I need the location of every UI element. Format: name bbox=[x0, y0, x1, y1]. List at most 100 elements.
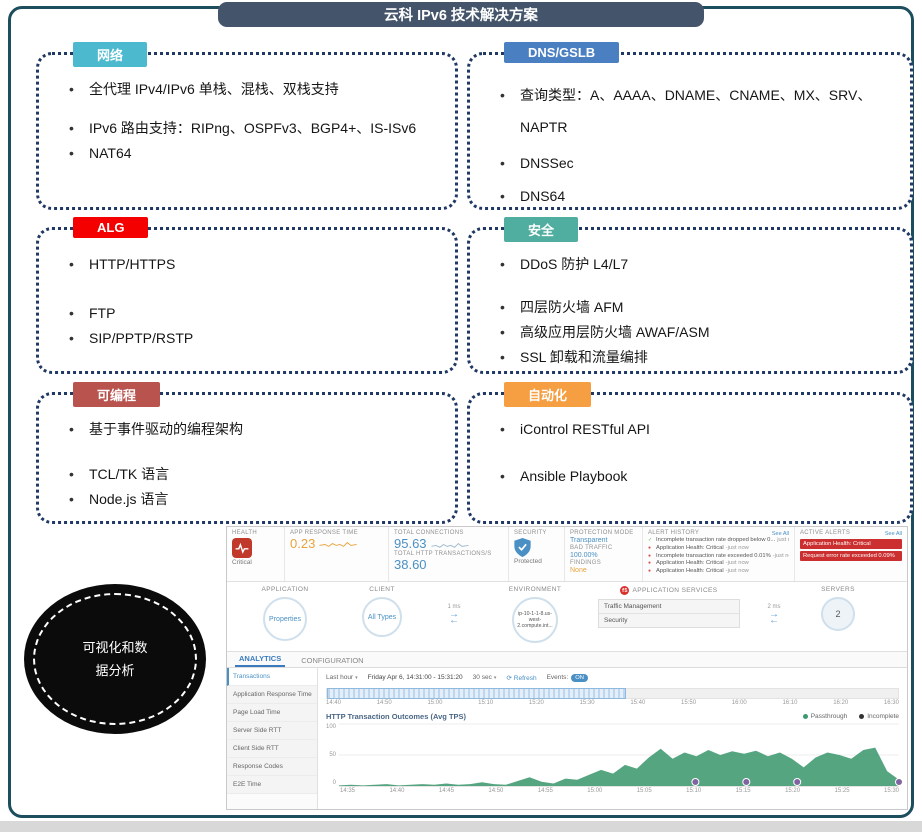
bad-traffic-label: BAD TRAFFIC bbox=[570, 545, 613, 552]
environment-node[interactable]: ip-10-1-1-8.us-west-2.compute.int... bbox=[512, 597, 558, 643]
topology-strip: APPLICATION Properties CLIENT All Types … bbox=[227, 582, 907, 652]
feature-item: NAT64 bbox=[61, 143, 437, 164]
alert-history-item: ✓ Incomplete transaction rate dropped be… bbox=[648, 537, 789, 545]
shield-icon bbox=[514, 538, 531, 557]
sidebar-item-server-side-rtt[interactable]: Server Side RTT bbox=[227, 722, 317, 740]
refresh-icon bbox=[506, 675, 513, 682]
x-tick: 15:15 bbox=[735, 788, 751, 794]
app-response-time-value: 0.23 bbox=[290, 536, 316, 551]
y-tick: 0 bbox=[332, 780, 337, 786]
sidebar-item-e2e-time[interactable]: E2E Time bbox=[227, 776, 317, 794]
feature-item: Node.js 语言 bbox=[61, 489, 437, 510]
protection-mode-value: Transparent bbox=[570, 537, 608, 544]
heartbeat-icon bbox=[232, 538, 252, 558]
sparkline-icon bbox=[319, 541, 357, 547]
alert-dot-icon: ● bbox=[648, 560, 652, 567]
feature-list-network: 全代理 IPv4/IPv6 单栈、混栈、双栈支持 IPv6 路由支持：RIPng… bbox=[39, 55, 455, 172]
dashboard-summary-bar: HEALTH Critical APP RESPONSE TIME 0.23 T… bbox=[227, 527, 907, 582]
alert-text: Application Health: Critical bbox=[656, 568, 724, 575]
x-tick: 14:40 bbox=[389, 788, 405, 794]
timeline-tick: 15:20 bbox=[528, 700, 544, 706]
timeline-tick: 14:40 bbox=[326, 700, 342, 706]
time-range-select[interactable]: Last hour bbox=[326, 674, 358, 681]
active-alert-banner: Application Health: Critical bbox=[800, 539, 902, 549]
feature-item: 高级应用层防火墙 AWAF/ASM bbox=[492, 322, 892, 343]
tab-configuration[interactable]: CONFIGURATION bbox=[301, 656, 364, 665]
x-axis-labels: 14:35 14:40 14:45 14:50 14:55 15:00 15:0… bbox=[340, 788, 899, 794]
x-tick: 14:50 bbox=[488, 788, 504, 794]
x-tick: 15:05 bbox=[636, 788, 652, 794]
feature-tab-alg: ALG bbox=[73, 217, 149, 238]
alert-dot-icon: ● bbox=[648, 552, 652, 559]
sparkline-icon bbox=[430, 542, 469, 548]
security-section: SECURITY Protected bbox=[509, 527, 565, 581]
application-node-label: Properties bbox=[269, 615, 301, 623]
feature-list-dns-gslb: 查询类型：A、AAAA、DNAME、CNAME、MX、SRV、NAPTR DNS… bbox=[470, 55, 910, 215]
timeline-ticks: 14:40 14:50 15:00 15:10 15:20 15:30 15:4… bbox=[326, 700, 899, 706]
feature-item: 全代理 IPv4/IPv6 单栈、混栈、双栈支持 bbox=[61, 79, 437, 100]
feature-item: FTP bbox=[61, 303, 437, 324]
feature-item: SIP/PPTP/RSTP bbox=[61, 328, 437, 349]
servers-node[interactable]: 2 bbox=[821, 597, 855, 631]
security-label: SECURITY bbox=[514, 530, 547, 536]
sidebar-item-transactions[interactable]: Transactions bbox=[227, 668, 317, 686]
feature-list-alg: HTTP/HTTPS FTP SIP/PPTP/RSTP bbox=[39, 230, 455, 357]
feature-item: TCL/TK 语言 bbox=[61, 464, 437, 485]
health-status: Critical bbox=[232, 559, 252, 566]
feature-item: 基于事件驱动的编程架构 bbox=[61, 419, 437, 440]
application-node[interactable]: Properties bbox=[263, 597, 307, 641]
sidebar-item-client-side-rtt[interactable]: Client Side RTT bbox=[227, 740, 317, 758]
y-tick: 100 bbox=[326, 724, 337, 730]
chart-toolbar: Last hour Friday Apr 6, 14:31:00 - 15:31… bbox=[326, 671, 899, 684]
timeline-tick: 15:10 bbox=[478, 700, 494, 706]
server-latency: 2 ms bbox=[767, 604, 781, 610]
tab-analytics[interactable]: ANALYTICS bbox=[235, 651, 286, 667]
service-row-security[interactable]: Security bbox=[599, 614, 739, 627]
client-column-header: CLIENT bbox=[369, 586, 395, 593]
alert-history-see-all-link[interactable]: See All bbox=[771, 530, 789, 537]
refresh-button[interactable]: Refresh bbox=[506, 674, 536, 682]
feature-list-automation: iControl RESTful API Ansible Playbook bbox=[470, 395, 910, 495]
analytics-dashboard: HEALTH Critical APP RESPONSE TIME 0.23 T… bbox=[226, 526, 908, 810]
client-node-label: All Types bbox=[367, 613, 397, 621]
service-row-traffic-management[interactable]: Traffic Management bbox=[599, 600, 739, 614]
timeline-tick: 16:20 bbox=[833, 700, 849, 706]
feature-box-security: 安全 DDoS 防护 L4/L7 四层防火墙 AFM 高级应用层防火墙 AWAF… bbox=[467, 217, 913, 374]
sidebar-item-response-codes[interactable]: Response Codes bbox=[227, 758, 317, 776]
total-connections-label: TOTAL CONNECTIONS bbox=[394, 530, 464, 536]
timeline-tick: 16:00 bbox=[731, 700, 747, 706]
alert-time: -just now bbox=[725, 568, 749, 575]
f5-icon bbox=[620, 586, 630, 595]
events-toggle[interactable]: ON bbox=[571, 673, 588, 682]
interval-value: 30 sec bbox=[472, 674, 492, 681]
timeline-selected-range[interactable] bbox=[327, 688, 626, 699]
visualization-ellipse: 可视化和数据分析 bbox=[24, 584, 206, 734]
bidirectional-arrows-icon bbox=[769, 612, 779, 624]
alert-history-section: ALERT HISTORY See All ✓ Incomplete trans… bbox=[643, 527, 795, 581]
sidebar-item-page-load-time[interactable]: Page Load Time bbox=[227, 704, 317, 722]
x-tick: 14:55 bbox=[537, 788, 553, 794]
timeline-tick: 16:10 bbox=[782, 700, 798, 706]
chevron-down-icon bbox=[353, 674, 358, 681]
interval-select[interactable]: 30 sec bbox=[473, 674, 497, 681]
protection-mode-label: PROTECTION MODE bbox=[570, 530, 634, 536]
timeline-tick: 15:40 bbox=[630, 700, 646, 706]
timeline-tick: 14:50 bbox=[376, 700, 392, 706]
chevron-down-icon bbox=[492, 674, 497, 681]
feature-box-programmable: 可编程 基于事件驱动的编程架构 TCL/TK 语言 Node.js 语言 bbox=[36, 382, 458, 524]
application-services-column-header: APPLICATION SERVICES bbox=[620, 586, 717, 595]
protection-section: PROTECTION MODE Transparent BAD TRAFFIC … bbox=[565, 527, 643, 581]
feature-item: SSL 卸载和流量编排 bbox=[492, 347, 892, 368]
x-tick: 15:00 bbox=[587, 788, 603, 794]
client-node[interactable]: All Types bbox=[362, 597, 402, 637]
sidebar-item-application-response-time[interactable]: Application Response Time bbox=[227, 686, 317, 704]
health-label: HEALTH bbox=[232, 530, 258, 536]
environment-column-header: ENVIRONMENT bbox=[508, 586, 562, 593]
active-alerts-see-all-link[interactable]: See All bbox=[884, 530, 902, 537]
timeline-tick: 15:00 bbox=[427, 700, 443, 706]
alert-text: Incomplete transaction rate exceeded 0.0… bbox=[656, 552, 771, 559]
alert-history-item: ● Application Health: Critical -just now bbox=[648, 560, 789, 568]
chart-title: HTTP Transaction Outcomes (Avg TPS) bbox=[326, 712, 467, 721]
timeline-scrubber[interactable] bbox=[326, 688, 899, 699]
feature-list-programmable: 基于事件驱动的编程架构 TCL/TK 语言 Node.js 语言 bbox=[39, 395, 455, 518]
